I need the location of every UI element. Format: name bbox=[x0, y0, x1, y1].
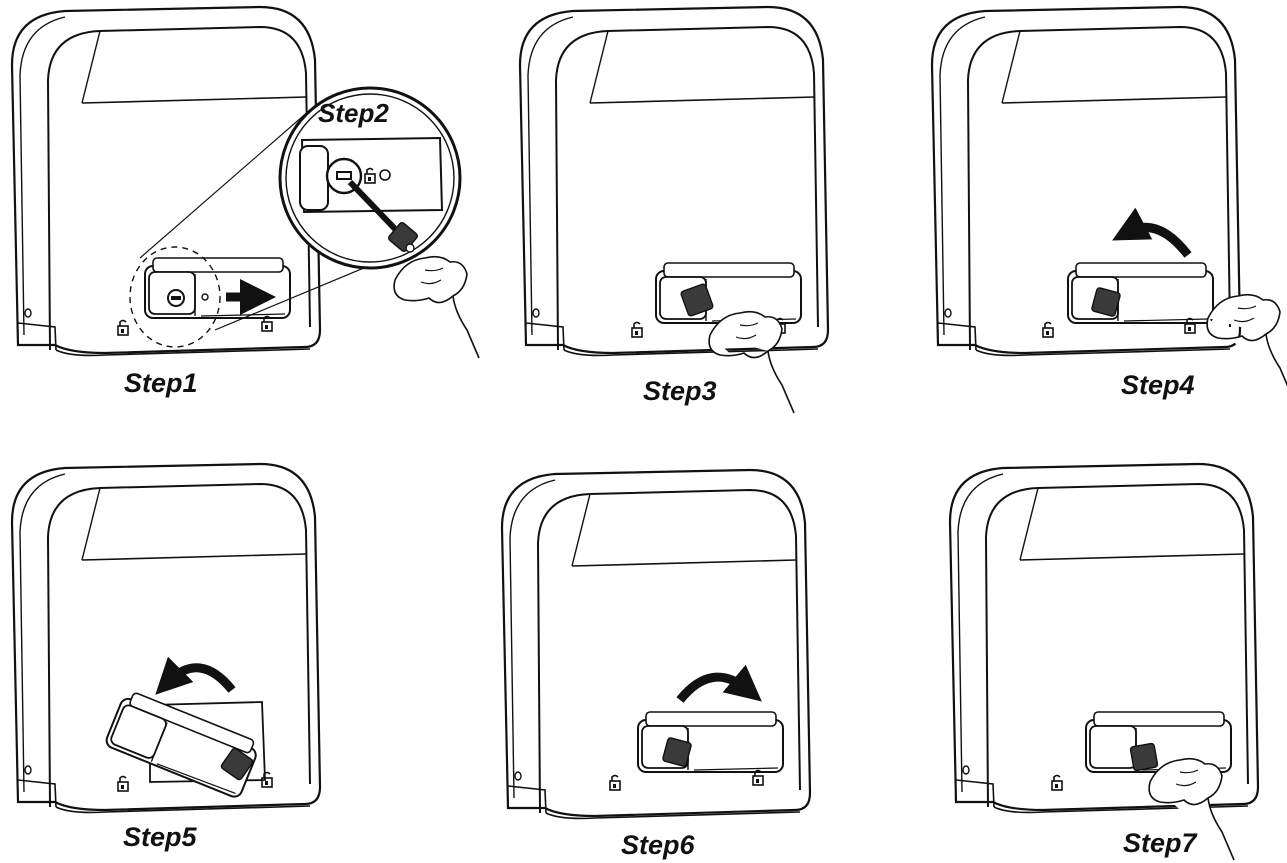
step2-label: Step2 bbox=[318, 98, 389, 128]
step2-zoom-illustration bbox=[278, 86, 480, 359]
step7-label: Step7 bbox=[1123, 828, 1197, 858]
step4-illustration bbox=[930, 5, 1287, 397]
step6-label: Step6 bbox=[621, 830, 695, 860]
step3-illustration bbox=[518, 5, 830, 414]
step5-illustration bbox=[10, 462, 322, 814]
step3-label: Step3 bbox=[643, 376, 717, 406]
step4-label: Step4 bbox=[1121, 370, 1195, 400]
step6-illustration bbox=[500, 468, 812, 820]
step1-label: Step1 bbox=[124, 368, 198, 398]
step5-label: Step5 bbox=[123, 822, 197, 852]
step7-illustration bbox=[948, 462, 1260, 861]
